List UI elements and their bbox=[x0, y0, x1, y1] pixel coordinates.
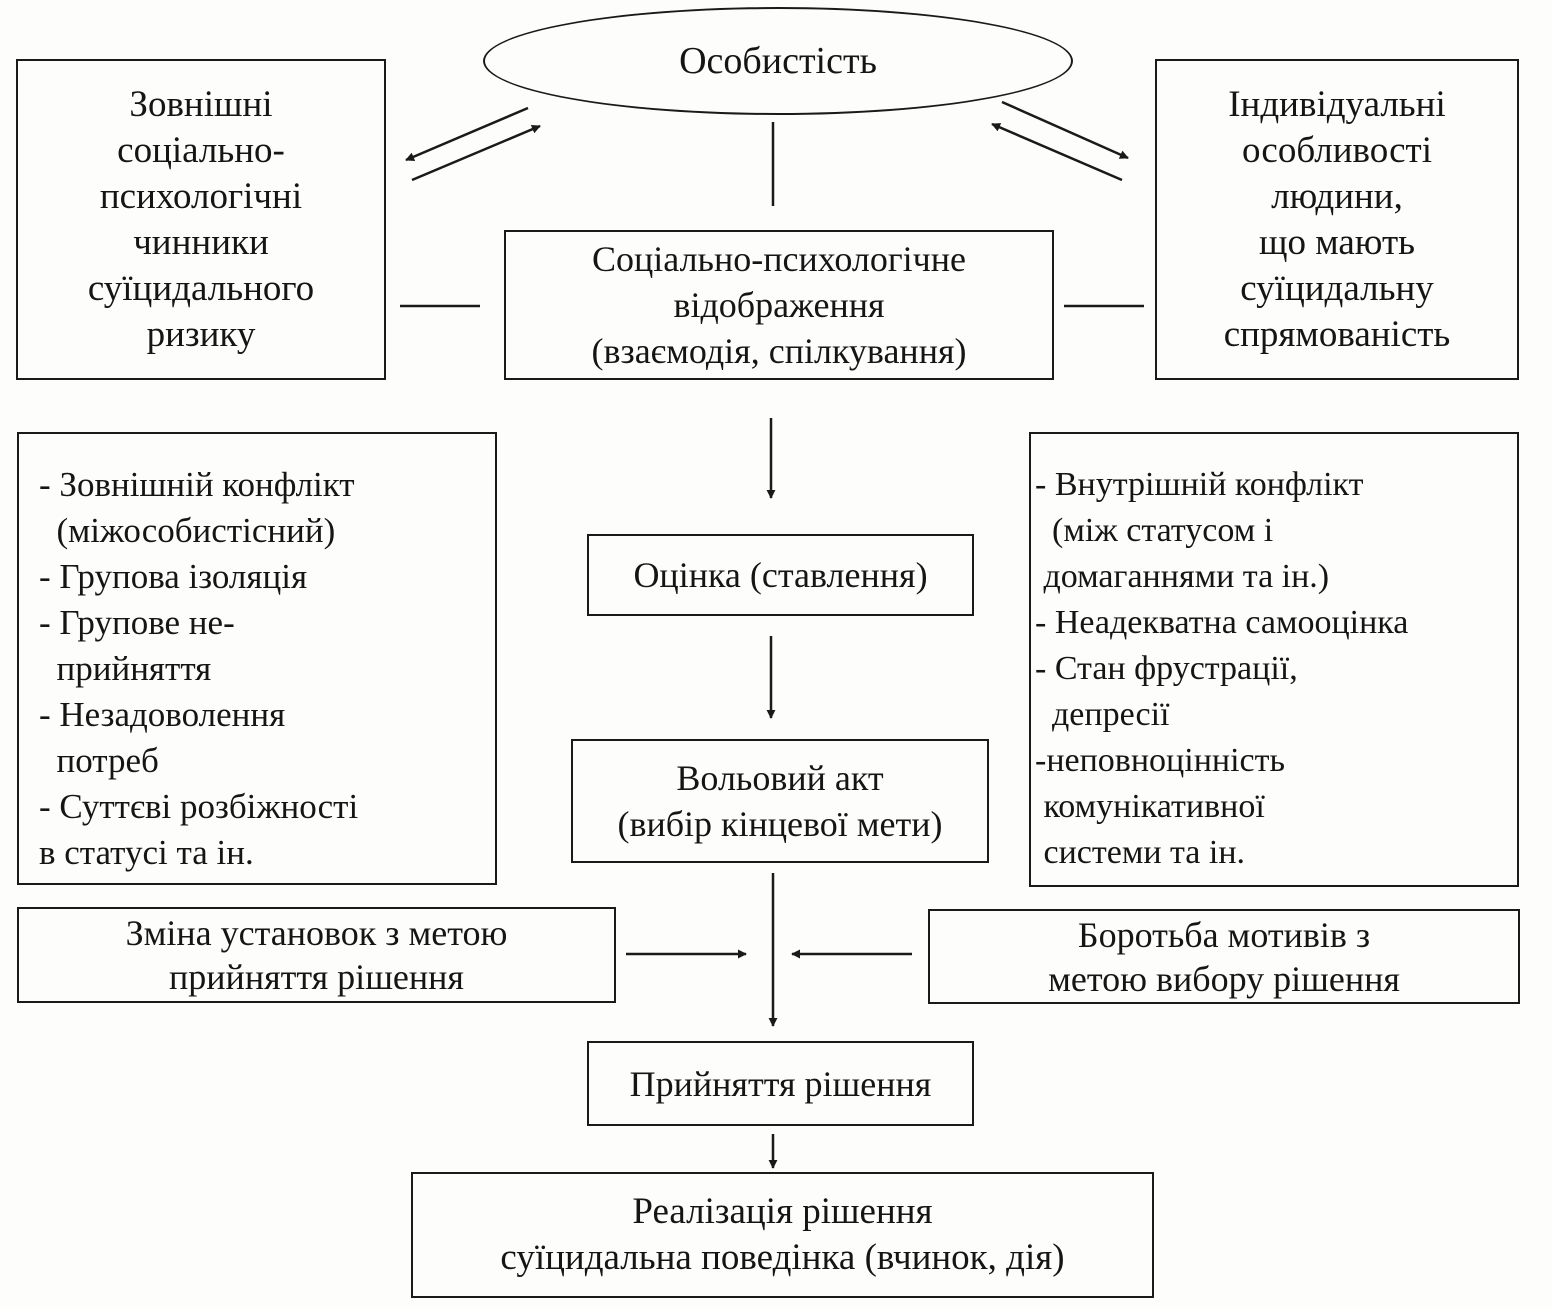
individual-traits-line: що мають bbox=[1258, 221, 1416, 263]
individual-traits-line: Індивідуальні bbox=[1228, 83, 1446, 125]
evaluation-label: Оцінка (ставлення) bbox=[633, 555, 928, 595]
external-conflicts-box: - Зовнішній конфлікт (міжособистісний) -… bbox=[17, 432, 497, 885]
internal-conflicts-item: - Внутрішній конфлікт bbox=[1035, 466, 1364, 503]
internal-conflicts-item: депресії bbox=[1035, 696, 1170, 733]
decision-box: Прийняття рішення bbox=[587, 1041, 974, 1126]
arrow-external-to-personality bbox=[411, 124, 541, 182]
attitude-change-box: Зміна установок з метою прийняття рішенн… bbox=[17, 907, 616, 1003]
implementation-line: суїцидальна поведінка (вчинок, дія) bbox=[500, 1237, 1065, 1278]
volitional-act-box: Вольовий акт (вибір кінцевої мети) bbox=[571, 739, 989, 863]
external-factors-line: суїцидального bbox=[87, 267, 315, 309]
internal-conflicts-item: - Неадекватна самооцінка bbox=[1035, 604, 1409, 641]
internal-conflicts-item: - Стан фрустрації, bbox=[1035, 650, 1298, 687]
external-conflicts-item: - Групова ізоляція bbox=[39, 557, 308, 596]
internal-conflicts-box: - Внутрішній конфлікт (між статусом і до… bbox=[1029, 432, 1519, 887]
social-reflection-line: Соціально-психологічне bbox=[592, 239, 966, 279]
internal-conflicts-item: (між статусом і bbox=[1035, 512, 1274, 549]
arrow-individual-to-personality bbox=[991, 122, 1123, 182]
external-conflicts-item: - Групове не- bbox=[39, 603, 235, 642]
external-factors-line: психологічні bbox=[99, 175, 303, 217]
social-reflection-line: відображення bbox=[673, 285, 885, 325]
attitude-change-line: прийняття рішення bbox=[169, 957, 464, 997]
social-reflection-box: Соціально-психологічне відображення (вза… bbox=[504, 230, 1054, 380]
implementation-box: Реалізація рішення суїцидальна поведінка… bbox=[411, 1172, 1154, 1298]
individual-traits-line: особливості bbox=[1241, 129, 1433, 171]
social-reflection-line: (взаємодія, спілкування) bbox=[591, 331, 967, 371]
individual-traits-line: людини, bbox=[1271, 175, 1403, 217]
external-conflicts-item: - Суттєві розбіжності bbox=[39, 787, 359, 826]
volitional-act-line: Вольовий акт bbox=[676, 758, 884, 798]
individual-traits-line: спрямованість bbox=[1223, 313, 1451, 355]
external-factors-line: ризику bbox=[146, 313, 256, 355]
internal-conflicts-item: системи та ін. bbox=[1035, 834, 1246, 871]
implementation-line: Реалізація рішення bbox=[632, 1191, 933, 1232]
motive-struggle-line: метою вибору рішення bbox=[1048, 958, 1400, 999]
external-conflicts-item: в статусі та ін. bbox=[39, 833, 254, 872]
external-conflicts-item: - Незадоволення bbox=[39, 695, 286, 734]
individual-traits-line: суїцидальну bbox=[1240, 267, 1434, 309]
decision-label: Прийняття рішення bbox=[629, 1063, 932, 1104]
external-conflicts-item: прийняття bbox=[39, 649, 212, 688]
external-conflicts-item: (міжособистісний) bbox=[39, 511, 336, 550]
arrow-personality-to-individual bbox=[1001, 100, 1129, 160]
volitional-act-line: (вибір кінцевої мети) bbox=[617, 804, 943, 844]
external-factors-line: Зовнішні bbox=[129, 83, 273, 125]
personality-ellipse: Особистість bbox=[483, 7, 1073, 115]
internal-conflicts-item: -неповноцінність bbox=[1035, 742, 1285, 779]
internal-conflicts-item: комунікативної bbox=[1035, 788, 1265, 825]
attitude-change-line: Зміна установок з метою bbox=[125, 913, 508, 953]
evaluation-box: Оцінка (ставлення) bbox=[587, 534, 974, 616]
motive-struggle-box: Боротьба мотивів з метою вибору рішення bbox=[928, 909, 1520, 1004]
motive-struggle-line: Боротьба мотивів з bbox=[1077, 914, 1371, 955]
individual-traits-box: Індивідуальні особливості людини, що маю… bbox=[1155, 59, 1519, 380]
external-conflicts-item: - Зовнішній конфлікт bbox=[39, 465, 355, 504]
internal-conflicts-item: домаганнями та ін.) bbox=[1035, 558, 1330, 595]
external-factors-line: соціально- bbox=[117, 129, 285, 171]
external-conflicts-item: потреб bbox=[39, 741, 159, 780]
personality-label: Особистість bbox=[679, 40, 877, 82]
external-factors-box: Зовнішні соціально- психологічні чинники… bbox=[16, 59, 386, 380]
external-factors-line: чинники bbox=[133, 221, 269, 263]
arrow-personality-to-external bbox=[405, 106, 529, 162]
